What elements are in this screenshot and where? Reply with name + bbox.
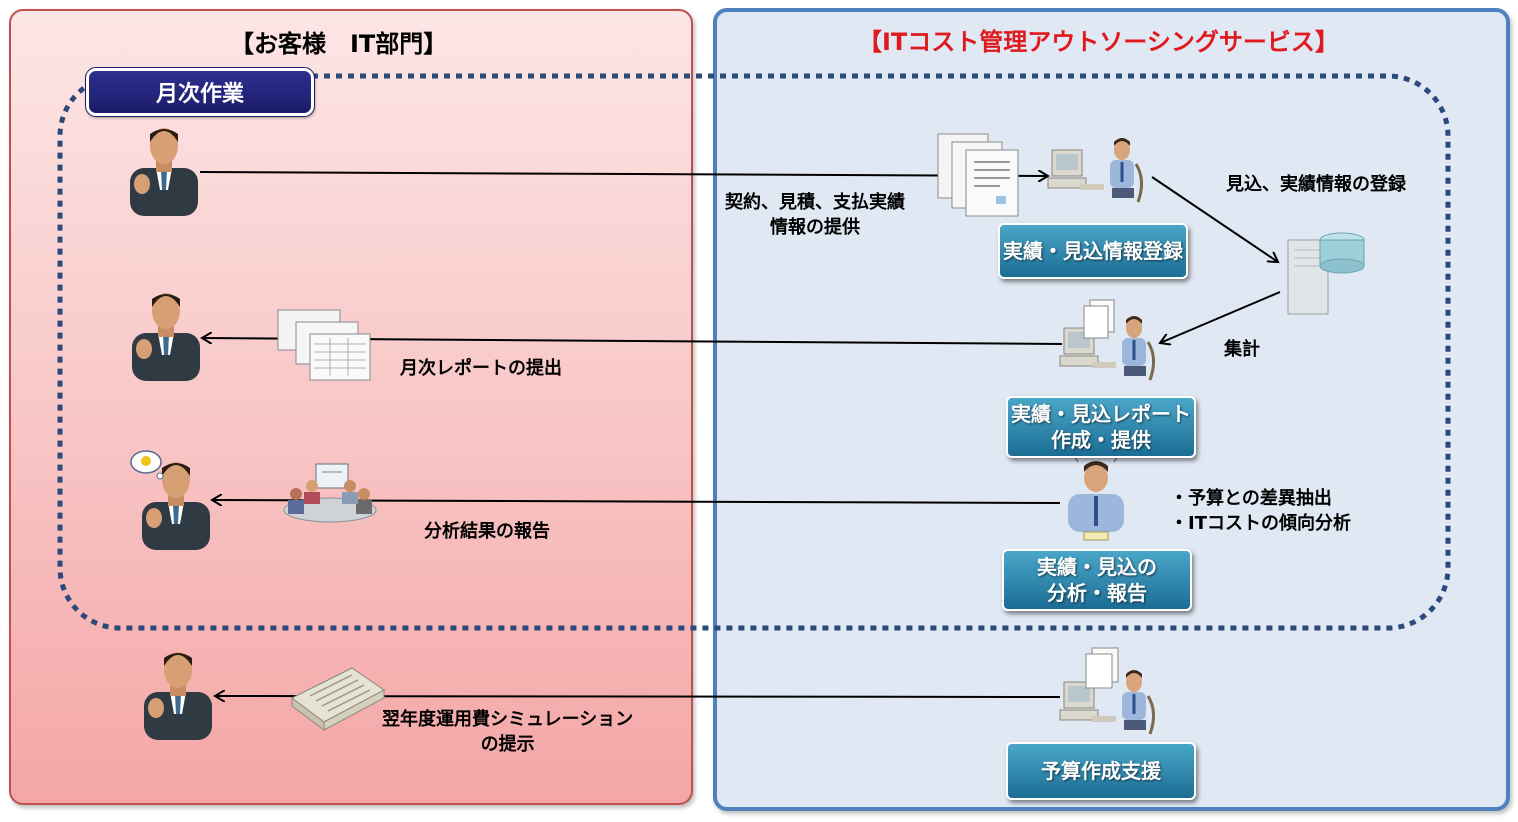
monthly-report-label: 月次レポートの提出 — [400, 358, 562, 379]
service-registration-box: 実績・見込情報登録 — [998, 223, 1188, 279]
simulation-line-2: の提示 — [480, 734, 535, 755]
arrow-register — [1151, 176, 1278, 262]
report-stack-icon — [1083, 299, 1115, 339]
contract-info-line-2: 情報の提供 — [770, 217, 860, 238]
register-label: 見込、実績情報の登録 — [1226, 174, 1406, 195]
budget-stack-icon — [1085, 647, 1119, 689]
monthly-report-sheets-icon — [277, 309, 371, 381]
monthly-work-badge: 月次作業 — [85, 67, 315, 117]
service-panel-title: 【ITコスト管理アウトソーシングサービス】 — [858, 28, 1339, 56]
contract-documents-icon — [937, 133, 1019, 217]
simulation-line-1: 翌年度運用費シミュレーション — [382, 709, 634, 730]
service-report-box: 実績・見込レポート 作成・提供 — [1006, 396, 1196, 458]
service-budget-text: 予算作成支援 — [1041, 759, 1161, 783]
simulation-document-icon — [291, 667, 385, 731]
analysis-point-1: ・予算との差異抽出 — [1170, 488, 1332, 509]
service-analysis-line-1: 実績・見込の — [1037, 555, 1157, 579]
idea-bubble-icon — [130, 450, 164, 480]
analysis-report-label: 分析結果の報告 — [424, 521, 550, 542]
service-analysis-line-2: 分析・報告 — [1047, 581, 1147, 605]
arrow-aggregate — [1160, 291, 1281, 343]
analysis-points-label: ・予算との差異抽出 ・ITコストの傾向分析 — [1170, 486, 1351, 536]
contract-info-line-1: 契約、見積、支払実績 — [725, 192, 905, 213]
contract-info-label: 契約、見積、支払実績 情報の提供 — [725, 190, 905, 240]
customer-panel-title: 【お客様 IT部門】 — [230, 30, 448, 58]
database-server-icon — [1287, 232, 1365, 315]
service-report-line-2: 作成・提供 — [1051, 428, 1151, 452]
service-budget-box: 予算作成支援 — [1006, 742, 1196, 800]
meeting-scene-icon — [283, 463, 377, 523]
analyst-person — [1068, 450, 1124, 541]
service-report-line-1: 実績・見込レポート — [1011, 402, 1191, 426]
service-registration-text: 実績・見込情報登録 — [1003, 239, 1183, 263]
simulation-label: 翌年度運用費シミュレーション の提示 — [382, 707, 633, 757]
analysis-point-2: ・ITコストの傾向分析 — [1170, 513, 1351, 534]
service-analysis-box: 実績・見込の 分析・報告 — [1002, 549, 1192, 611]
staff-registration — [1046, 136, 1144, 204]
aggregate-label: 集計 — [1224, 339, 1260, 360]
arrow-contract-info — [199, 172, 1048, 176]
